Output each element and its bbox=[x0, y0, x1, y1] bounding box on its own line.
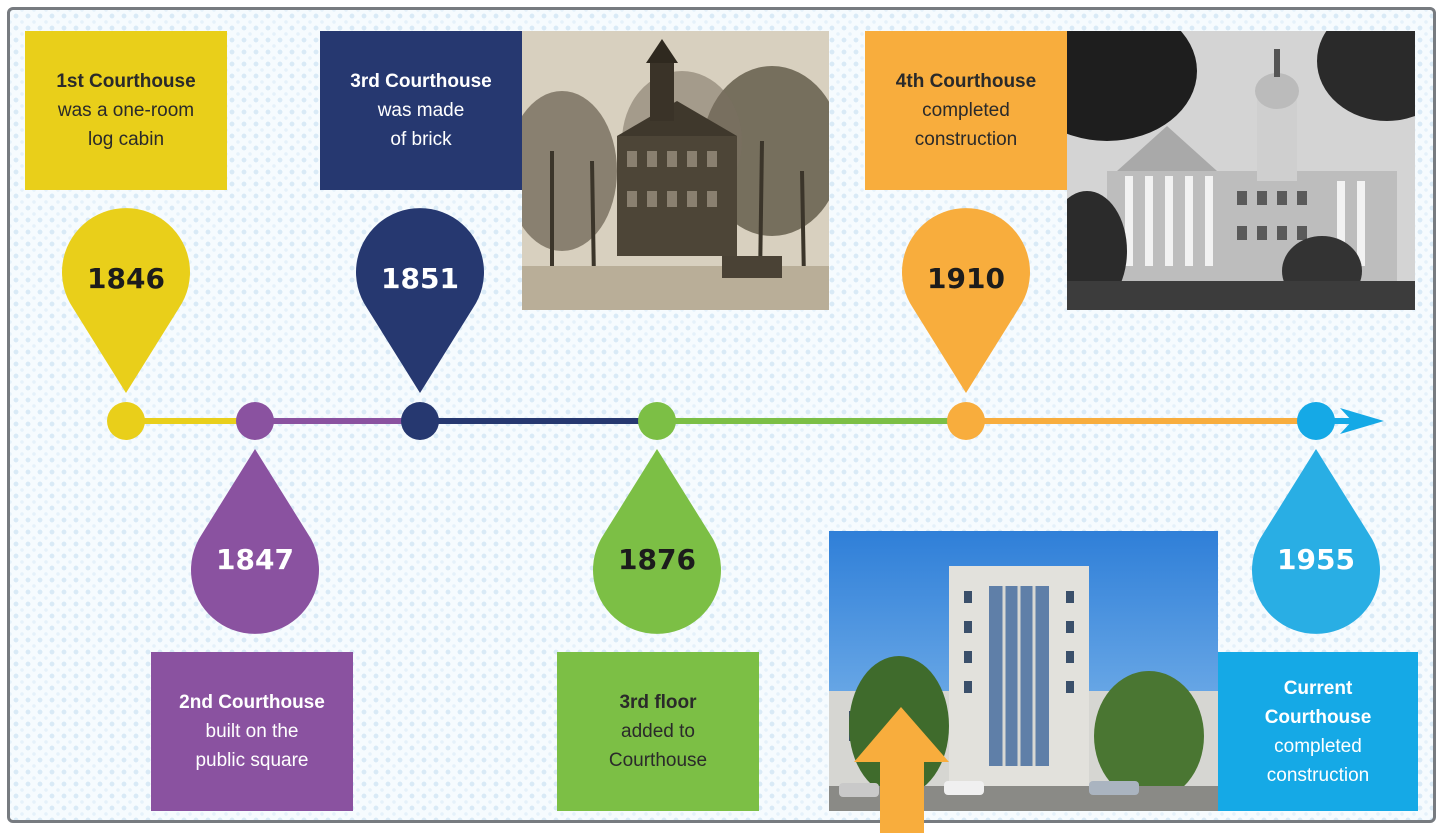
event-card-1847: 2nd Courthouse built on the public squar… bbox=[151, 652, 353, 811]
map-pin-1846-icon bbox=[61, 208, 190, 393]
event-text-line: built on the bbox=[205, 721, 299, 742]
year-label-1910: 1910 bbox=[927, 262, 1005, 295]
fourth-courthouse-photo bbox=[1067, 31, 1415, 310]
event-text-line: was a one-room bbox=[57, 100, 195, 121]
current-courthouse-image bbox=[829, 531, 1218, 811]
timeline-dot-1955 bbox=[1297, 402, 1335, 440]
year-label-1876: 1876 bbox=[618, 543, 696, 576]
fourth-courthouse-image bbox=[1067, 31, 1415, 310]
event-title: 4th Courthouse bbox=[895, 71, 1037, 92]
timeline-dot-1847 bbox=[236, 402, 274, 440]
event-text-line: construction bbox=[1266, 764, 1370, 786]
year-label-1846: 1846 bbox=[87, 262, 165, 295]
event-text-line: of brick bbox=[390, 129, 452, 150]
third-courthouse-photo bbox=[522, 31, 829, 310]
year-label-1955: 1955 bbox=[1277, 543, 1355, 576]
event-text-line: completed bbox=[922, 100, 1010, 121]
current-courthouse-photo bbox=[829, 531, 1218, 811]
map-pin-1910-icon bbox=[902, 208, 1030, 393]
event-text-line: was made bbox=[377, 100, 465, 121]
third-courthouse-image bbox=[522, 31, 829, 310]
event-text-line: construction bbox=[914, 129, 1018, 150]
drop-pin-1955-icon bbox=[1252, 449, 1380, 634]
event-card-1851: 3rd Courthouse was made of brick bbox=[320, 31, 522, 190]
event-title: 1st Courthouse bbox=[56, 71, 196, 92]
event-text-line: completed bbox=[1274, 735, 1362, 757]
year-label-1851: 1851 bbox=[381, 262, 459, 295]
event-card-1955: Current Courthouse completed constructio… bbox=[1218, 652, 1418, 811]
event-title: 3rd floor bbox=[619, 692, 697, 713]
timeline-dot-1851 bbox=[401, 402, 439, 440]
event-title-line: Courthouse bbox=[1264, 706, 1372, 728]
drop-pin-1847-icon bbox=[191, 449, 319, 634]
event-card-1910: 4th Courthouse completed construction bbox=[865, 31, 1067, 190]
event-text-line: Courthouse bbox=[608, 750, 708, 771]
timeline-dot-1876 bbox=[638, 402, 676, 440]
timeline-dot-1846 bbox=[107, 402, 145, 440]
event-title: 3rd Courthouse bbox=[350, 71, 492, 92]
event-card-1876: 3rd floor added to Courthouse bbox=[557, 652, 759, 811]
event-text-line: log cabin bbox=[87, 129, 165, 150]
timeline-dot-1910 bbox=[947, 402, 985, 440]
event-card-1846: 1st Courthouse was a one-room log cabin bbox=[25, 31, 227, 190]
event-text-line: added to bbox=[621, 721, 695, 742]
drop-pin-1876-icon bbox=[592, 449, 721, 634]
year-label-1847: 1847 bbox=[216, 543, 294, 576]
event-title-line: Current bbox=[1283, 677, 1353, 699]
map-pin-1851-icon bbox=[356, 208, 484, 393]
event-text-line: public square bbox=[195, 750, 309, 771]
timeline-arrowhead-icon bbox=[1340, 408, 1384, 434]
event-title: 2nd Courthouse bbox=[179, 692, 325, 713]
